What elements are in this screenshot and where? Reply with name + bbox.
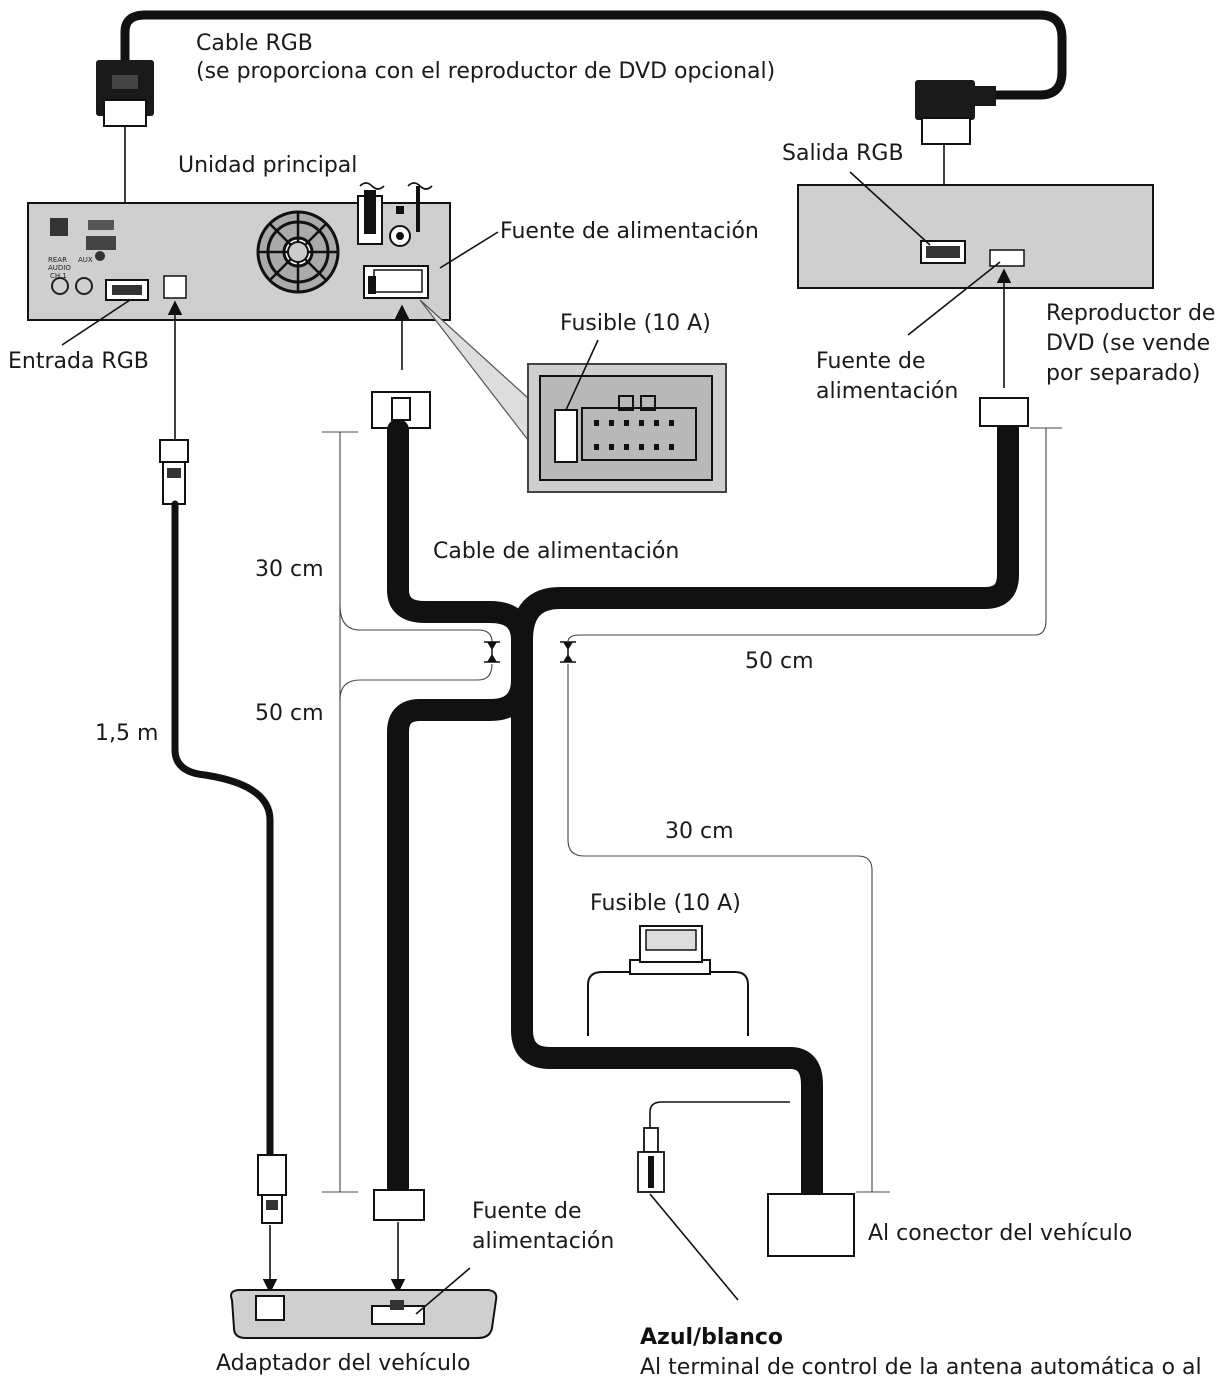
fuse-holder-bottom: [587, 925, 749, 1036]
fuente-dvd-label-1: Fuente de: [816, 349, 926, 374]
fuente-adapt-label-1: Fuente de: [472, 1199, 582, 1224]
dim-30-left-label: 30 cm: [255, 557, 324, 582]
small-port: [163, 275, 187, 299]
harness-dvd-connector: [979, 397, 1029, 427]
al-conector-label: Al conector del vehículo: [868, 1221, 1132, 1246]
cable-rgb-note: (se proporciona con el reproductor de DV…: [196, 59, 775, 84]
dvd-power-port: [989, 249, 1025, 267]
adaptador-label: Adaptador del vehículo: [216, 1351, 470, 1376]
main-unit: REAR AUDIO CH 1 AUX: [27, 182, 451, 321]
fuente-alimentacion-main-label: Fuente de alimentación: [500, 219, 759, 244]
fusible-top-label: Fusible (10 A): [560, 311, 711, 336]
unidad-principal-label: Unidad principal: [178, 153, 357, 178]
dim-50-left-label: 50 cm: [255, 701, 324, 726]
entrada-rgb-label: Entrada RGB: [8, 349, 149, 374]
dim-15m-label: 1,5 m: [95, 721, 158, 746]
reproductor-label-1: Reproductor de: [1046, 301, 1215, 326]
rgb-cable: [96, 10, 1067, 274]
rgb-plug-left: [96, 60, 154, 127]
power-cable-harness: [371, 268, 1029, 1294]
fuente-adapt-label-2: alimentación: [472, 1229, 614, 1254]
dimension-lines: [322, 427, 1062, 1193]
blue-white-lead: [637, 1101, 790, 1301]
salida-rgb-label: Salida RGB: [782, 141, 904, 166]
dim-50-right-label: 50 cm: [745, 649, 814, 674]
rgb-extension-cable: [159, 300, 287, 1294]
al-terminal-label: Al terminal de control de la antena auto…: [640, 1355, 1202, 1378]
vehicle-connector: [767, 1193, 855, 1257]
reproductor-label-3: por separado): [1046, 361, 1200, 386]
leader-lines: [61, 171, 1001, 346]
reproductor-label-2: DVD (se vende: [1046, 331, 1210, 356]
rear-audio-text: REAR: [48, 256, 67, 264]
harness-adapter-connector: [373, 1189, 425, 1221]
audio-text: AUDIO: [48, 264, 71, 272]
azul-blanco-label: Azul/blanco: [640, 1325, 783, 1350]
vehicle-adapter: [230, 1267, 498, 1339]
aux-text: AUX: [78, 256, 93, 264]
fuente-dvd-label-2: alimentación: [816, 379, 958, 404]
dim-30-mid-label: 30 cm: [665, 819, 734, 844]
fusible-bottom-label: Fusible (10 A): [590, 891, 741, 916]
cable-rgb-label: Cable RGB: [196, 31, 313, 56]
rgb-plug-right: [915, 80, 996, 145]
fuse-detail-top: [419, 299, 727, 493]
ch-text: CH 1: [50, 272, 67, 280]
cable-alimentacion-label: Cable de alimentación: [433, 539, 679, 564]
dvd-player: [797, 184, 1154, 289]
fan-icon: [256, 210, 340, 294]
